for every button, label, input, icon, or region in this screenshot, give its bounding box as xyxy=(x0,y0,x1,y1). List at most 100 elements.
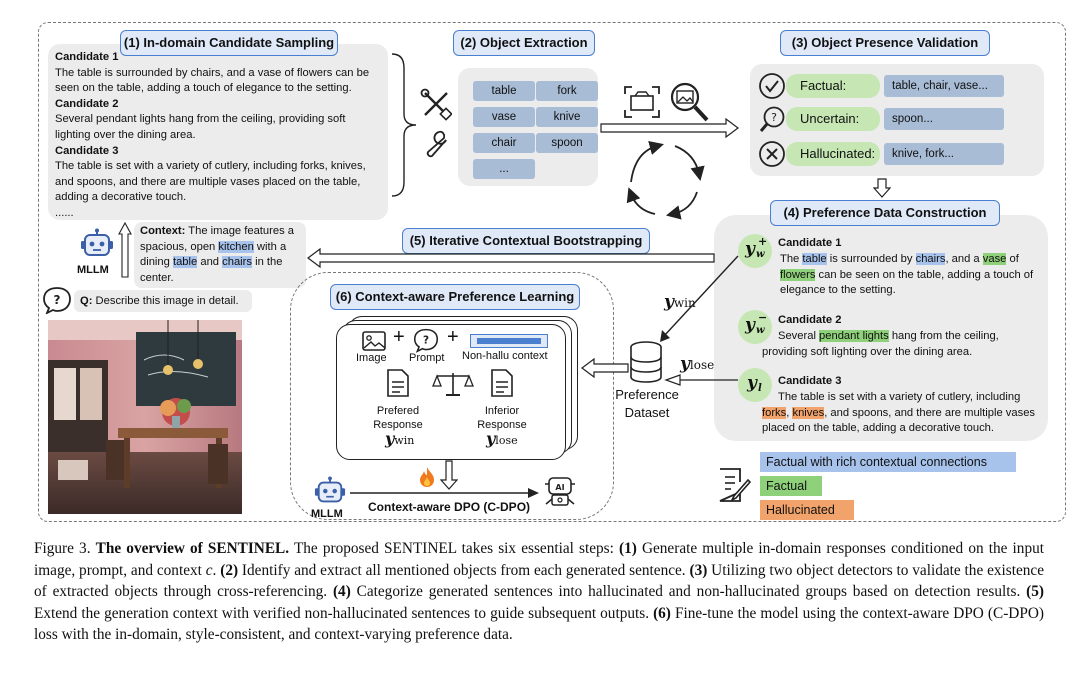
arrow-lose-to-dataset xyxy=(664,374,738,386)
arrow-context-up xyxy=(118,222,132,278)
c3-text-c: , and spoons, and there are multiple vas… xyxy=(762,406,1036,435)
object-tag-table: table xyxy=(473,81,535,101)
c2-hl-pendant: pendant lights xyxy=(819,329,889,342)
object-tag-more: ... xyxy=(473,159,535,179)
yw-minus-base: y xyxy=(745,315,755,335)
step1-panel xyxy=(48,44,388,220)
step1-title: (1) In-domain Candidate Sampling xyxy=(120,30,338,56)
robot-icon xyxy=(81,228,113,256)
step1-c2-text: Several pendant lights hang from the cei… xyxy=(55,113,346,141)
y-lose-card-base: y xyxy=(486,429,496,448)
mllm-label-bottom: MLLM xyxy=(311,508,343,520)
context-hl-table: table xyxy=(172,256,198,269)
step5-title: (5) Iterative Contextual Bootstrapping xyxy=(402,228,650,254)
object-tag-chair: chair xyxy=(473,133,535,153)
question-label: Q: xyxy=(80,295,93,307)
c2-text-b: hang from the ceiling, providing soft li… xyxy=(762,329,999,358)
plus-sign-1: + xyxy=(393,326,405,348)
cycle-arrows-icon xyxy=(626,140,705,220)
step4-candidate-3: Candidate 3 The table is set with a vari… xyxy=(762,374,1042,437)
kitchen-photo xyxy=(48,320,242,514)
preferred-label: Prefered Response xyxy=(373,405,423,431)
plus-sign-2: + xyxy=(447,326,459,348)
step1-bracket xyxy=(391,53,417,197)
scale-icon xyxy=(432,373,474,396)
preferred-doc-icon xyxy=(387,369,409,397)
legend-rich-context: Factual with rich contextual connections xyxy=(760,452,1016,472)
image-icon xyxy=(362,331,386,351)
step1-c1-text: The table is surrounded by chairs, and a… xyxy=(55,66,370,95)
caption-s3n: (3) xyxy=(689,561,708,579)
yl-sub: l xyxy=(758,383,762,394)
object-tag-spoon: spoon xyxy=(536,133,598,153)
context-c: and xyxy=(197,256,223,269)
c1-text-b: is surrounded by xyxy=(826,252,916,265)
factual-label: Factual: xyxy=(786,74,880,98)
robot-icon-bottom xyxy=(314,476,346,503)
c1-text-e: can be seen on the table, adding a touch… xyxy=(780,268,1034,297)
yw-minus-sup: − xyxy=(758,311,768,324)
object-tag-vase: vase xyxy=(473,107,535,127)
inferior-label: Inferior Response xyxy=(477,405,527,431)
step4-candidate-1: Candidate 1 The table is surrounded by c… xyxy=(778,236,1038,299)
caption-s2n: (2) xyxy=(220,561,239,579)
arrow-card-down xyxy=(440,460,458,490)
y-win-label-base: y xyxy=(664,292,674,312)
legend-factual: Factual xyxy=(760,476,822,496)
factual-objects: table, chair, vase... xyxy=(884,75,1004,97)
caption-s5n: (5) xyxy=(1026,583,1044,601)
prompt-label: Prompt xyxy=(409,352,445,364)
step1-c1-label: Candidate 1 xyxy=(55,51,119,63)
context-hl-kitchen: kitchen xyxy=(218,240,254,253)
svg-text:?: ? xyxy=(771,111,777,124)
caption-s1: Generate multiple in-domain responses co… xyxy=(34,540,1045,579)
yw-plus-base: y xyxy=(745,239,755,259)
step1-c2-label: Candidate 2 xyxy=(55,97,119,110)
database-icon xyxy=(630,341,662,383)
caption-s3: Utilizing two object detectors to valida… xyxy=(34,561,1044,601)
question-panel xyxy=(74,290,252,312)
step4-c2-label: Candidate 2 xyxy=(778,314,842,326)
caption-title: The overview of SENTINEL. xyxy=(95,540,290,557)
step1-c3-text: The table is set with a variety of cutle… xyxy=(55,160,366,204)
yw-plus-sup: + xyxy=(758,235,768,248)
caption-s1n: (1) xyxy=(618,540,637,557)
step2-title: (2) Object Extraction xyxy=(453,30,595,56)
y-win-label-sub: win xyxy=(673,296,696,310)
arrow-dataset-to-learning xyxy=(581,358,629,378)
step1-c3-label: Candidate 3 xyxy=(55,144,119,157)
arrow-to-preference xyxy=(873,178,891,198)
caption-c-var: c xyxy=(205,561,213,579)
step4-candidate-2: Candidate 2 Several pendant lights hang … xyxy=(762,313,1042,360)
c1-hl-table: table xyxy=(802,252,827,265)
arrow-dpo xyxy=(350,488,539,498)
c3-hl-knives: knives xyxy=(792,406,825,419)
c3-text-b: , xyxy=(786,406,793,419)
c1-hl-vase: vase xyxy=(982,252,1007,265)
context-text: Context: The image features a spacious, … xyxy=(140,224,304,286)
context-b: with a dining xyxy=(140,240,287,269)
yl-base: y xyxy=(747,373,757,393)
yw-plus-badge: y w + xyxy=(738,234,772,268)
dataset-label: Preference Dataset xyxy=(615,387,679,420)
y-win-card-base: y xyxy=(385,429,395,448)
cross-circle-icon xyxy=(759,141,785,167)
figure-caption: Figure 3. The overview of SENTINEL. The … xyxy=(34,538,1044,646)
step1-ellipsis: ...... xyxy=(55,206,74,219)
notes-edit-icon xyxy=(719,468,752,502)
ai-robot-icon: AI xyxy=(545,477,575,506)
inferior-doc-icon xyxy=(491,369,513,397)
context-label: Context: xyxy=(140,225,186,237)
arrow-bootstrapping xyxy=(307,248,715,268)
c3-text-a: The table is set with a variety of cutle… xyxy=(778,390,1021,403)
caption-s2: Identify and extract all mentioned objec… xyxy=(238,561,690,579)
yl-badge: y l xyxy=(738,368,772,402)
dpo-label: Context-aware DPO (C-DPO) xyxy=(368,500,531,514)
svg-text:?: ? xyxy=(423,334,429,346)
step4-title: (4) Preference Data Construction xyxy=(770,200,1000,226)
c2-text-a: Several xyxy=(778,329,820,342)
caption-s6: Fine-tune the model using the context-aw… xyxy=(34,604,1044,644)
c1-text-d: of xyxy=(1006,252,1019,265)
step4-c3-label: Candidate 3 xyxy=(778,375,842,387)
y-lose-label: ylose xyxy=(680,354,714,374)
